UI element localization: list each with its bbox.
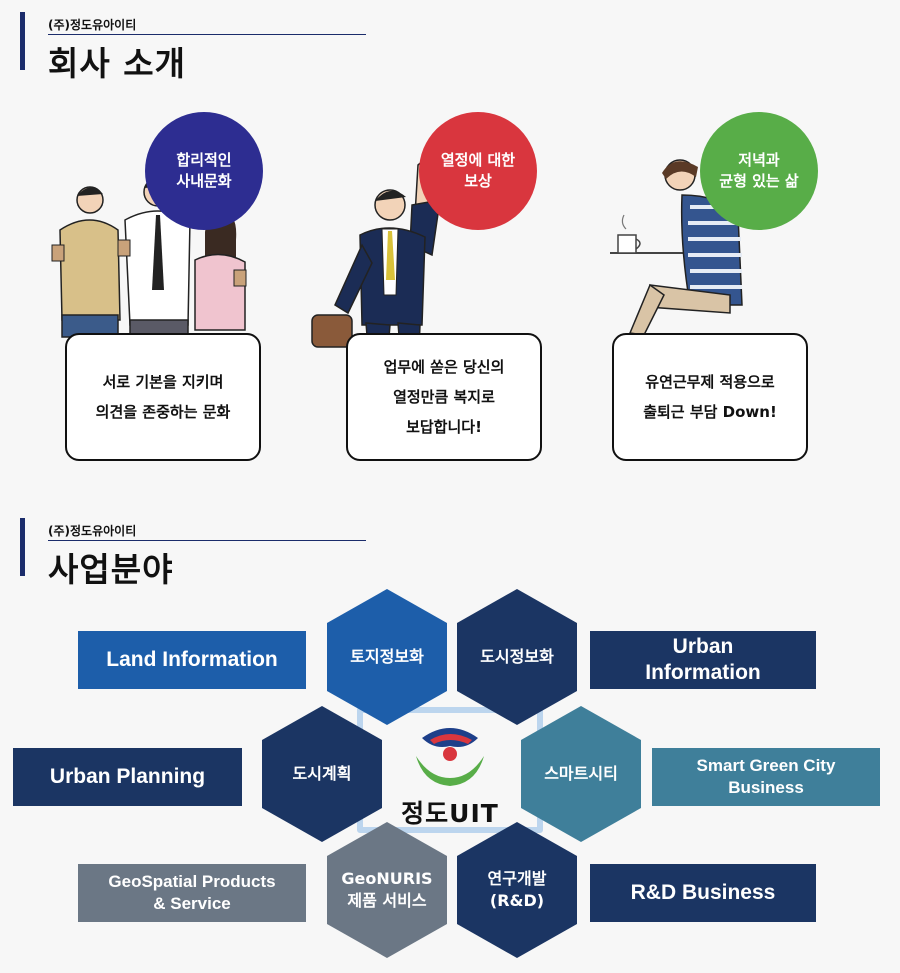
feature-circle-balance: 저녁과 균형 있는 삶: [700, 112, 818, 230]
hex-land-informatization[interactable]: 토지정보화: [327, 589, 447, 725]
feature-circle-reward: 열정에 대한 보상: [419, 112, 537, 230]
relaxing-man-illustration: [610, 159, 743, 335]
company-logo-icon: [416, 728, 484, 786]
feature-circle-culture: 합리적인 사내문화: [145, 112, 263, 230]
hex-geonuris[interactable]: GeoNURIS 제품 서비스: [327, 822, 447, 958]
label-land-information: Land Information: [78, 631, 306, 689]
label-rnd-business: R&D Business: [590, 864, 816, 922]
hex-urban-planning[interactable]: 도시계획: [262, 706, 382, 842]
section-title: 사업분야: [48, 550, 174, 589]
section-title: 회사 소개: [48, 44, 186, 83]
label-geospatial-products: GeoSpatial Products & Service: [78, 864, 306, 922]
feature-card-culture: 서로 기본을 지키며 의견을 존중하는 문화: [65, 333, 261, 461]
center-logo-text: 정도UIT: [401, 799, 499, 828]
office-workers-illustration: [51, 177, 247, 339]
feature-card-balance: 유연근무제 적용으로 출퇴근 부담 Down!: [612, 333, 808, 461]
feature-card-reward: 업무에 쏟은 당신의 열정만큼 복지로 보답합니다!: [346, 333, 542, 461]
company-name: (주)정도유아이티: [48, 524, 137, 538]
center-logo: 정도UIT: [390, 720, 510, 830]
hex-urban-informatization[interactable]: 도시정보화: [457, 589, 577, 725]
header-rule: [48, 540, 366, 541]
company-name: (주)정도유아이티: [48, 18, 137, 32]
label-urban-planning: Urban Planning: [13, 748, 242, 806]
label-urban-information: Urban Information: [590, 631, 816, 689]
header-accent-bar: [20, 518, 25, 576]
header-accent-bar: [20, 12, 25, 70]
hex-rnd[interactable]: 연구개발 (R&D): [457, 822, 577, 958]
header-rule: [48, 34, 366, 35]
label-smart-green-city: Smart Green City Business: [652, 748, 880, 806]
hex-smart-city[interactable]: 스마트시티: [521, 706, 641, 842]
